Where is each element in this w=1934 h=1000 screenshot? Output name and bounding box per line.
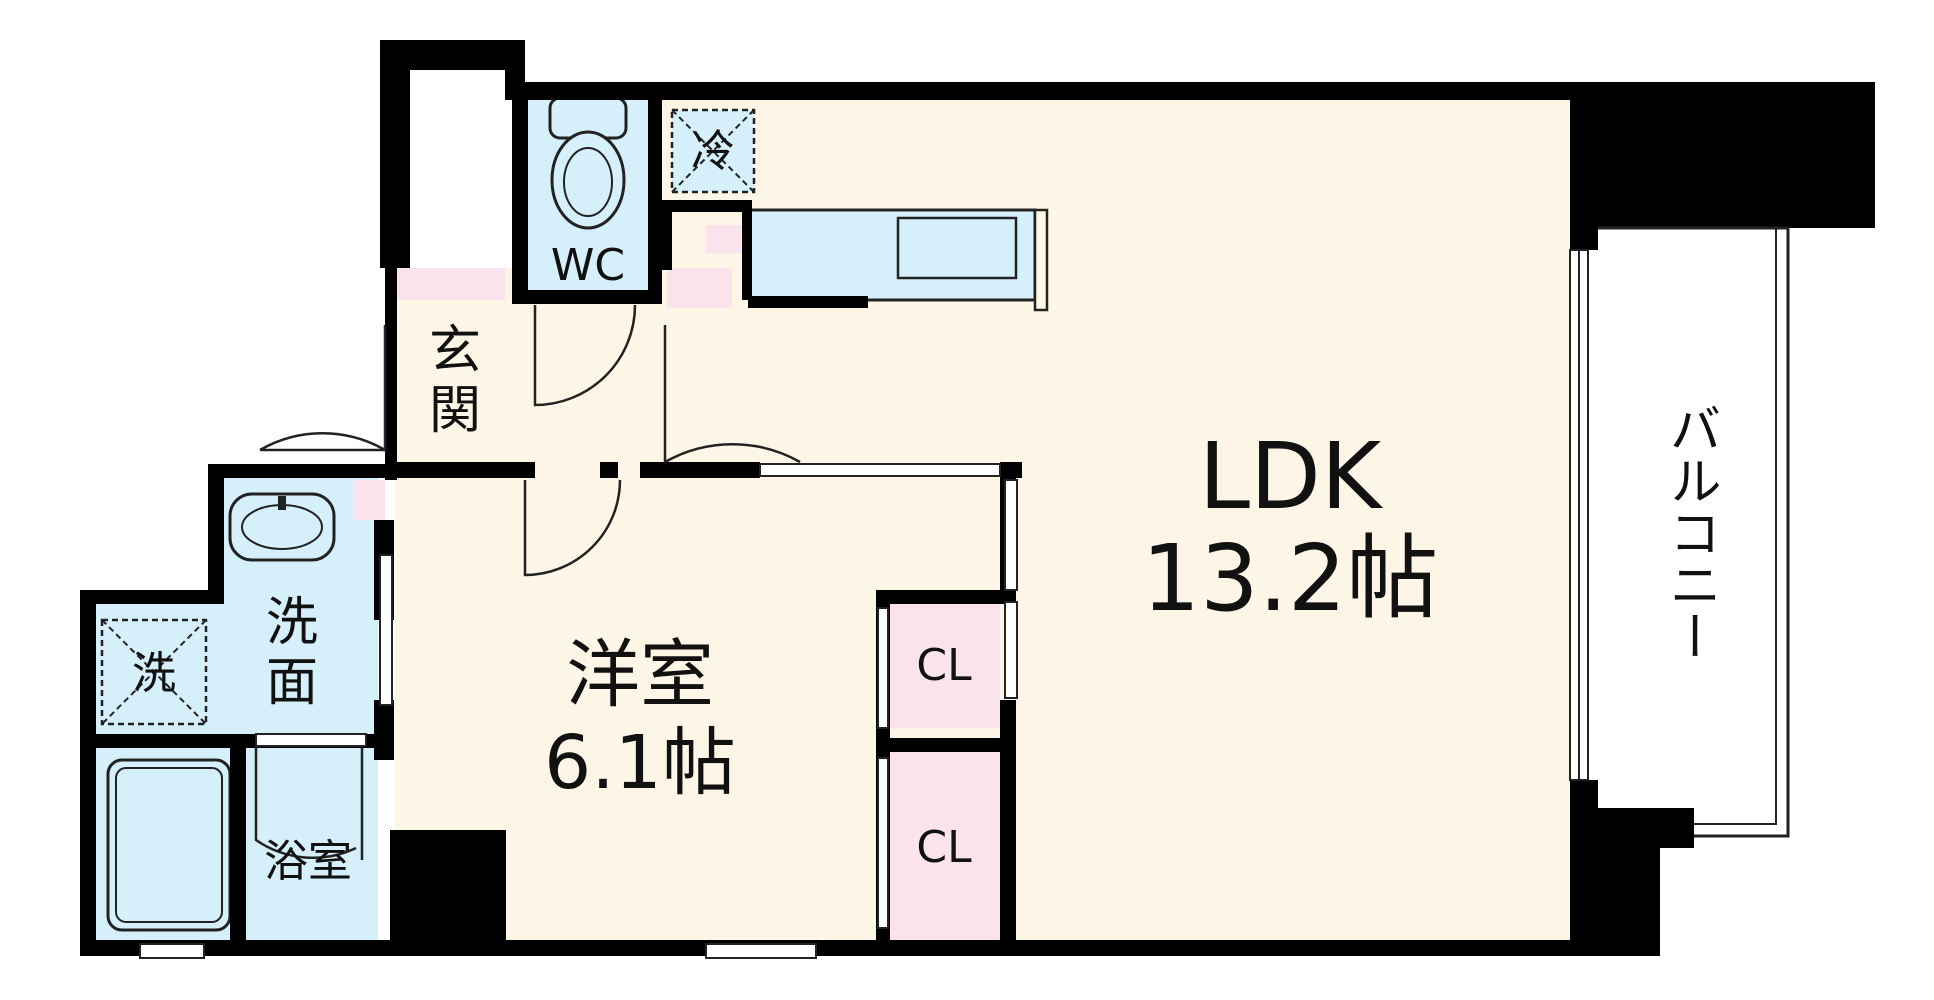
- ldk-size-label: 13.2帖: [1142, 525, 1439, 632]
- hall-door: [663, 325, 801, 465]
- fridge-space-icon: [670, 108, 756, 194]
- washer-label: 洗: [132, 648, 176, 699]
- balcony-floor: [1598, 228, 1788, 838]
- bath-door: [254, 748, 357, 859]
- western-room-label: 洋室: [566, 632, 714, 718]
- windows: [139, 249, 1589, 959]
- wc-label: WC: [551, 240, 625, 291]
- washroom-label-bottom: 面: [266, 653, 318, 713]
- bathtub-icon: [106, 758, 232, 932]
- closet-upper-label: CL: [916, 640, 972, 691]
- entry-step-pad: [395, 268, 505, 300]
- kitchen-counter-icon: [748, 208, 1049, 312]
- fridge-label: 冷: [691, 126, 735, 177]
- wc-door: [533, 304, 637, 407]
- entrance-label-top: 玄: [429, 321, 481, 381]
- ldk-label: LDK: [1199, 423, 1384, 530]
- kitchen-pad-2: [706, 225, 744, 253]
- washer-space-icon: [100, 618, 208, 726]
- front-door: [259, 325, 387, 453]
- washroom-pad: [353, 480, 385, 520]
- western-room-door: [523, 479, 622, 577]
- closet-lower-label: CL: [916, 822, 972, 873]
- ldk-floor: [650, 100, 1570, 944]
- balcony-label: バルコニー: [1660, 402, 1720, 662]
- room-labels: LDK 13.2帖 洋室 6.1帖 玄 関 WC 洗 面 洗 浴室 冷 CL C…: [132, 126, 1720, 887]
- kitchen-pad-1: [667, 268, 732, 308]
- balcony-rail: [1598, 226, 1790, 838]
- closet-lower-floor: [888, 750, 1000, 940]
- toilet-icon: [548, 96, 628, 230]
- entrance-label-bottom: 関: [429, 381, 481, 441]
- sink-icon: [228, 492, 336, 562]
- doors: [254, 304, 1018, 929]
- closet-upper-floor: [888, 602, 1000, 728]
- washroom-label-top: 洗: [266, 593, 318, 653]
- sliding-door: [759, 463, 1001, 477]
- western-room-floor: [395, 470, 1000, 944]
- bath-label: 浴室: [264, 836, 352, 887]
- western-room-size-label: 6.1帖: [544, 720, 736, 806]
